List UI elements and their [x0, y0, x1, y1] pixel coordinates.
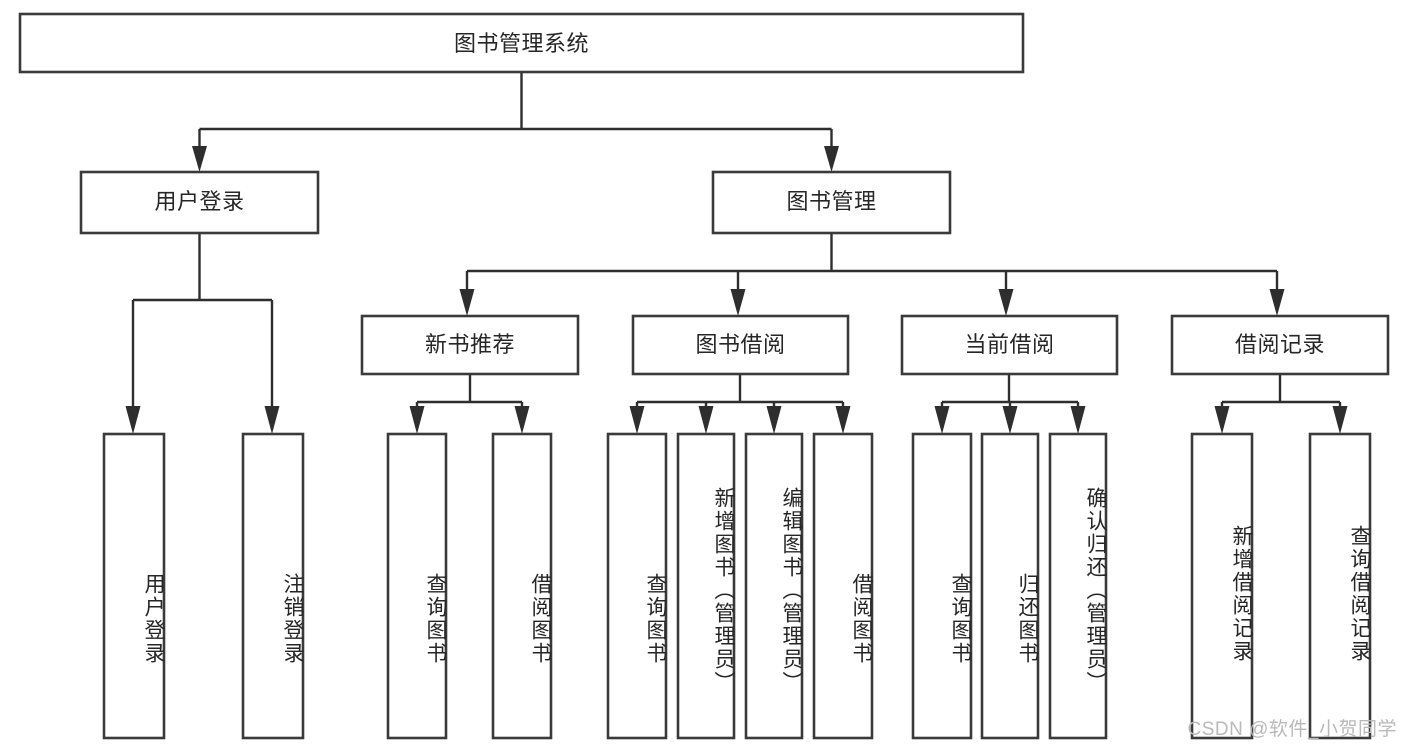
leaf-box-book-borrow-1[interactable]: [606, 432, 668, 740]
leaf-box-borrow-record-2[interactable]: [1308, 432, 1372, 740]
arrowhead-borrow-record-leaf-1: [1214, 406, 1230, 434]
leaf-box-current-borrow-1[interactable]: [911, 432, 973, 740]
arrowhead-current-borrow-leaf-3: [1070, 406, 1086, 434]
arrowhead-book-borrow-leaf-1: [629, 406, 645, 434]
node-new-book-recommend-label: 新书推荐: [425, 332, 515, 357]
connector-group-new-book: [409, 374, 530, 434]
arrowhead-book-mgmt: [824, 146, 839, 172]
node-user-login-box[interactable]: [79, 170, 320, 235]
arrowhead-user-login: [192, 146, 207, 172]
node-book-borrow[interactable]: 图书借阅: [631, 314, 850, 376]
connector-group-user-login: [125, 233, 280, 434]
arrowhead-new-book-leaf-2: [514, 406, 530, 434]
node-book-management-box[interactable]: [711, 170, 952, 235]
node-book-borrow-box[interactable]: [631, 314, 850, 376]
leaf-box-current-borrow-3[interactable]: [1048, 432, 1108, 740]
arrowhead-current-borrow-leaf-1: [934, 406, 950, 434]
connector-group-current-borrow: [934, 374, 1086, 434]
node-new-book-recommend-box[interactable]: [360, 314, 580, 376]
connector-group-root: [192, 72, 839, 172]
node-root-box[interactable]: [18, 12, 1025, 74]
arrowhead-borrow-record-leaf-2: [1332, 406, 1348, 434]
connector-group-book-mgmt: [459, 233, 1285, 316]
node-book-management-label: 图书管理: [786, 189, 876, 214]
leaf-box-book-borrow-4[interactable]: [812, 432, 874, 740]
arrowhead-book-borrow-leaf-2: [698, 406, 714, 434]
leaf-box-book-borrow-3[interactable]: [744, 432, 804, 740]
arrowhead-book-borrow-leaf-3: [766, 406, 782, 434]
node-current-borrow-label: 当前借阅: [964, 332, 1054, 357]
node-borrow-record-label: 借阅记录: [1235, 332, 1325, 357]
arrowhead-book-borrow: [730, 289, 746, 316]
node-root-label: 图书管理系统: [454, 31, 589, 56]
arrowhead-new-book: [459, 289, 475, 316]
node-current-borrow-box[interactable]: [900, 314, 1119, 376]
arrowhead-user-login-leaf-1: [125, 406, 141, 434]
leaf-box-user-login-2[interactable]: [241, 432, 305, 740]
node-root[interactable]: 图书管理系统: [18, 12, 1025, 74]
node-user-login[interactable]: 用户登录: [79, 170, 320, 235]
arrowhead-borrow-record: [1269, 289, 1285, 316]
node-user-login-label: 用户登录: [154, 189, 244, 214]
arrowhead-new-book-leaf-1: [409, 406, 425, 434]
arrowhead-book-borrow-leaf-4: [835, 406, 851, 434]
leaf-box-borrow-record-1[interactable]: [1190, 432, 1254, 740]
leaf-box-user-login-1[interactable]: [102, 432, 166, 740]
arrowhead-user-login-leaf-2: [264, 406, 280, 434]
node-current-borrow[interactable]: 当前借阅: [900, 314, 1119, 376]
node-new-book-recommend[interactable]: 新书推荐: [360, 314, 580, 376]
node-book-borrow-label: 图书借阅: [695, 332, 785, 357]
csdn-watermark: CSDN @软件_小贺同学: [1187, 719, 1397, 740]
arrowhead-current-borrow: [998, 289, 1014, 316]
leaf-box-current-borrow-2[interactable]: [980, 432, 1040, 740]
leaf-box-new-book-1[interactable]: [386, 432, 448, 740]
connector-group-borrow-record: [1214, 374, 1348, 434]
leaf-box-new-book-2[interactable]: [491, 432, 553, 740]
node-book-management[interactable]: 图书管理: [711, 170, 952, 235]
connector-group-book-borrow: [629, 374, 851, 434]
node-borrow-record-box[interactable]: [1170, 314, 1390, 376]
arrowhead-current-borrow-leaf-2: [1002, 406, 1018, 434]
leaf-box-book-borrow-2[interactable]: [676, 432, 736, 740]
node-borrow-record[interactable]: 借阅记录: [1170, 314, 1390, 376]
